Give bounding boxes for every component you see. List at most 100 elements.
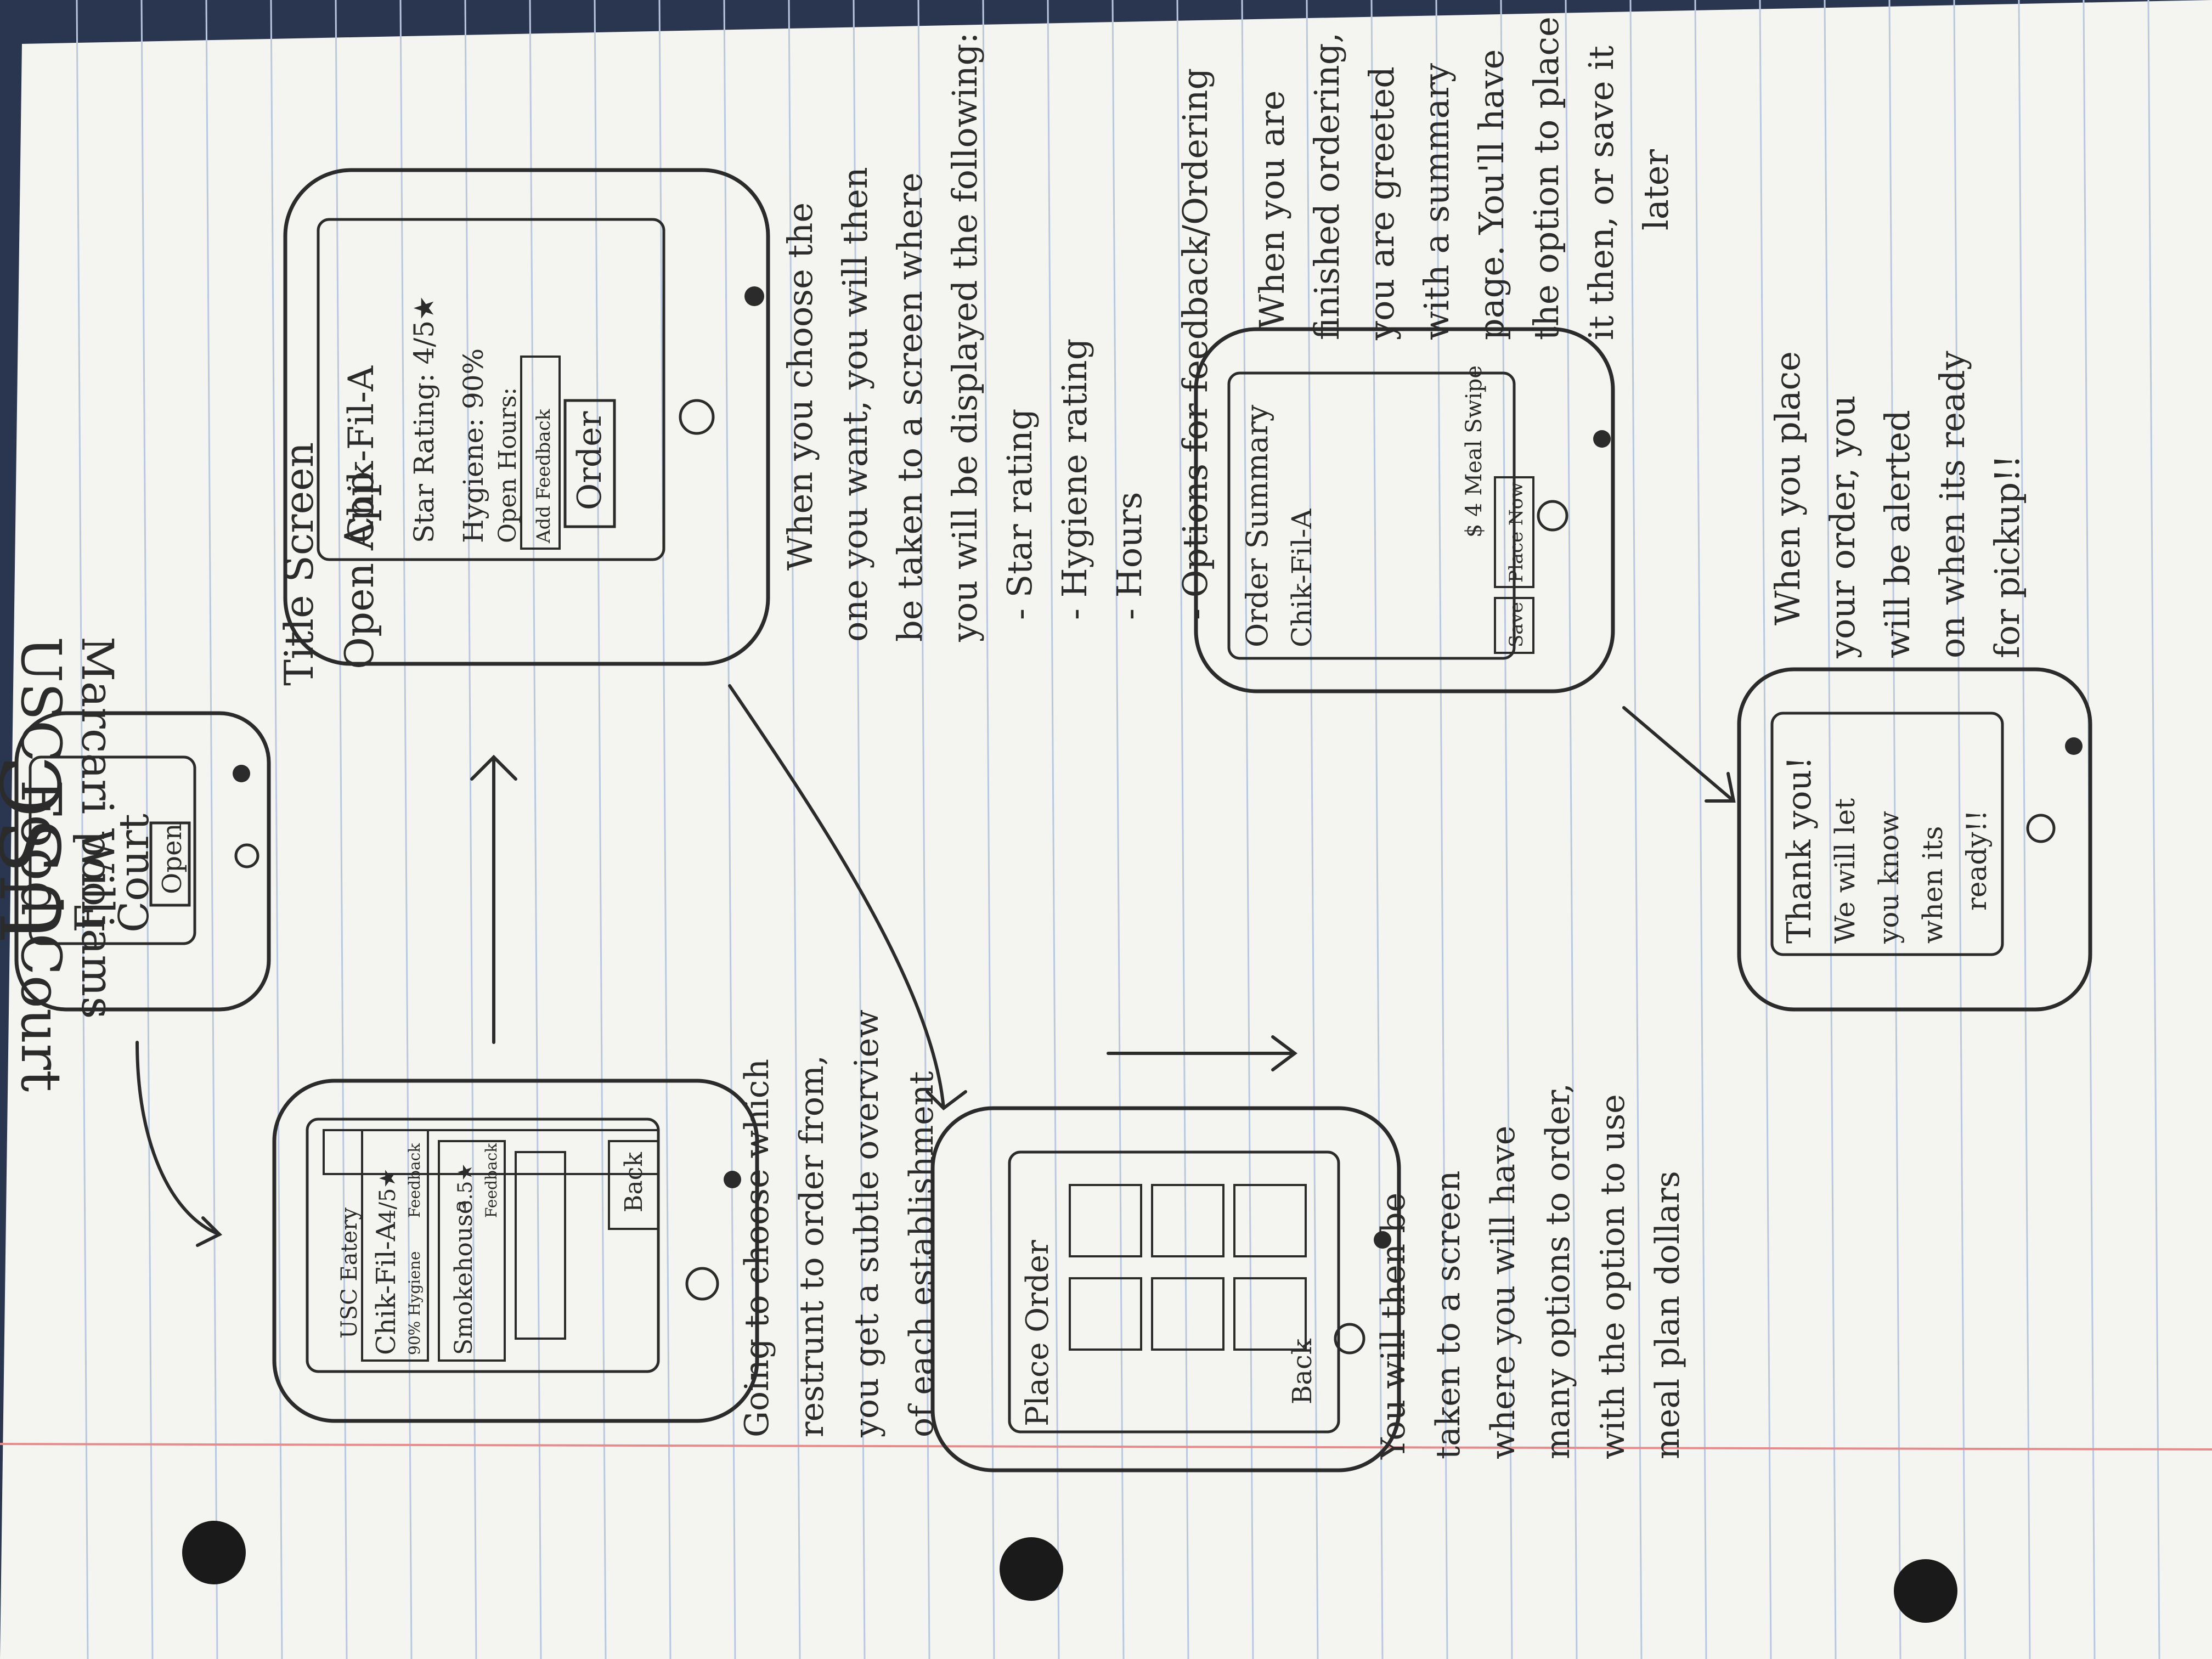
thanks-line: We will let [1829,798,1861,944]
place-order-phone: Place Order Back [930,1106,1401,1472]
list-back-button[interactable] [608,1140,659,1230]
ruled-line [1888,0,1901,1659]
summary-price: $ 4 Meal Swipe [1462,365,1487,538]
summary-desc-line: you are greeted [1362,66,1402,341]
list-desc-line: of each establishment [902,1071,941,1437]
ruled-line [1241,0,1254,1659]
ruled-line [1565,0,1578,1659]
summary-description: When you are finished ordering, you are … [1252,16,1676,341]
summary-restaurant: Chik-Fil-A [1286,509,1318,647]
ruled-line [464,0,477,1659]
menu-item-tile[interactable] [1151,1184,1224,1257]
summary-phone: Order Summary Chik-Fil-A $ 4 Meal Swipe … [1194,327,1615,693]
title-note-open: Open App [336,471,382,669]
detail-desc-line: one you want, you will then [835,167,875,642]
ruled-line [1500,0,1513,1659]
arrow-icon [1271,1035,1297,1071]
detail-description: When you choose the one you want, you wi… [780,32,1215,642]
thanks-line: when its [1917,826,1949,944]
detail-name: Chik-Fil-A [341,365,382,543]
ruled-line [594,0,607,1659]
detail-desc-line: - Star rating [1000,409,1040,620]
ruled-line [529,0,542,1659]
place-order-title: Place Order [1020,1240,1056,1426]
open-button[interactable] [149,821,191,907]
order-button[interactable] [563,399,616,528]
margin-line [0,1443,2212,1451]
menu-item-tile[interactable] [1233,1277,1307,1351]
summary-desc-line: When you are [1252,91,1292,329]
ruled-line [1759,0,1772,1659]
summary-desc-line: it then, or save it [1581,46,1621,340]
detail-desc-line: you will be displayed the following: [945,32,985,642]
list-desc-line: you get a subtle overview [848,1009,886,1438]
summary-desc-line: with a summary [1417,63,1457,340]
thanks-line: Thank you! [1780,757,1819,944]
ruled-line [1111,0,1125,1659]
ruled-line [658,0,672,1659]
list-header: USC Eatery [337,1207,362,1339]
open-button-label: Open [157,823,188,894]
thanks-line: you know [1873,811,1905,944]
binder-hole [1000,1537,1063,1601]
summary-desc-line: the option to place [1526,16,1566,340]
title-logo: USC [0,755,80,944]
list-item-1-name: Chik-Fil-A [371,1221,402,1355]
arrow-icon [196,1216,223,1247]
list-item-1-sub: 90% Hygiene [405,1251,424,1355]
ruled-line [1694,0,1707,1659]
detail-hygiene: Hygiene: 90% [458,348,489,543]
list-item-2-name: Smokehouse [450,1200,478,1355]
flow-arrows [136,684,1736,1247]
list-item-2-rating: 3.5★ [454,1163,477,1212]
menu-item-tile[interactable] [1069,1184,1142,1257]
thanks-desc-line: your order, you [1822,395,1863,659]
author-name: Marcari Williams [72,636,123,1019]
menu-item-tile[interactable] [1151,1277,1224,1351]
thanks-desc-line: for pickup!! [1987,455,2027,658]
thanks-desc-line: When you place [1768,351,1808,625]
ruled-line [1629,0,1643,1659]
ruled-line [1306,0,1319,1659]
menu-item-tile[interactable] [1069,1277,1142,1351]
binder-hole [1894,1559,1957,1623]
ruled-line [205,0,218,1659]
detail-hours: Open Hours: [494,387,522,543]
ruled-line [1435,0,1448,1659]
list-item-1-rating: 4/5★ [375,1169,400,1223]
ruled-line [1370,0,1384,1659]
ruled-line [788,0,801,1659]
arrow-icon [728,684,945,1110]
order-button-label: Order [571,411,609,510]
order-desc-line: You will then be [1374,1193,1413,1460]
place-order-back[interactable]: Back [1287,1338,1318,1404]
save-button-label: Save [1505,602,1527,647]
list-item-2-feedback[interactable]: Feedback [482,1143,500,1218]
list-back-label: Back [620,1152,648,1212]
arrow-icon [136,1041,221,1236]
order-desc-line: where you will have [1484,1126,1522,1459]
detail-star-rating: Star Rating: 4/5★ [408,296,440,543]
detail-desc-line: - Hours [1109,492,1149,620]
arrow-icon [926,1090,967,1110]
list-item-1-feedback[interactable]: Feedback [405,1143,424,1218]
add-feedback-button[interactable] [520,356,561,550]
list-item-2[interactable] [438,1140,506,1362]
list-desc-line: restrunt to order from, [793,1055,831,1437]
place-now-button[interactable] [1494,476,1534,588]
ruled-line [335,0,348,1659]
order-desc-line: meal plan dollars [1649,1171,1687,1459]
menu-item-tile[interactable] [1233,1184,1307,1257]
order-desc-line: with the option to use [1594,1094,1632,1459]
save-button[interactable] [1494,597,1534,654]
ruled-line [723,0,736,1659]
thanks-desc-line: will be alerted [1877,410,1917,658]
thanks-line: ready!! [1961,810,1993,911]
ruled-line [2147,0,2160,1659]
order-desc-line: many options to order, [1539,1083,1577,1459]
list-item-1[interactable] [361,1129,429,1362]
arrow-icon [1622,706,1735,803]
title-sub-food: Food [66,831,114,933]
summary-desc-line: finished ordering, [1307,32,1347,340]
